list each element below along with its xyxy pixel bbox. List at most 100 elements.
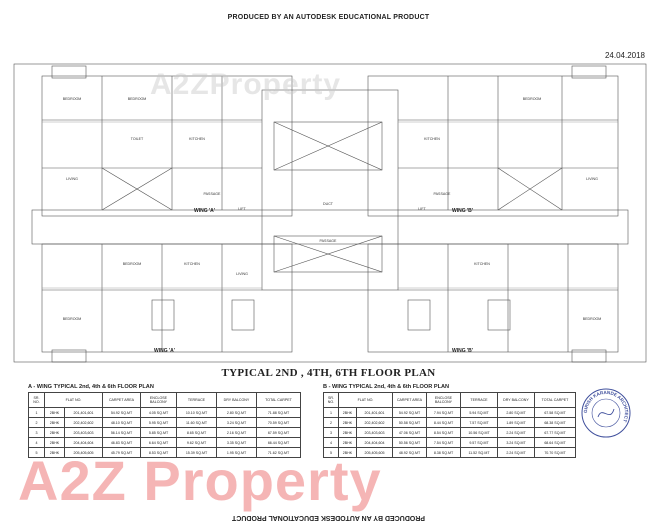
room-label: LIFT — [418, 207, 426, 211]
table-cell: 70.59 SQ.MT — [256, 417, 301, 428]
room-label: KITCHEN — [474, 262, 490, 266]
room-label: DUCT — [323, 202, 334, 206]
room-label: PASSAGE — [320, 239, 338, 243]
table-cell: 2BHK — [338, 437, 357, 448]
room-label: BEDROOM — [128, 97, 147, 101]
table-cell: 3.24 SQ.MT — [497, 437, 535, 448]
table-cell: 5.95 SQ.MT — [140, 417, 177, 428]
room-label: KITCHEN — [184, 262, 200, 266]
table-cell: 8.65 SQ.MT — [176, 427, 217, 438]
table-cell: 66.44 SQ.MT — [256, 437, 301, 448]
room-label: KITCHEN — [189, 137, 205, 141]
table-cell: 8.44 SQ.MT — [426, 417, 461, 428]
table-cell: 7.57 SQ.MT — [460, 417, 498, 428]
table-cell: 50.58 SQ.MT — [392, 417, 427, 428]
wing-a-bottom-label: WING 'A' — [154, 348, 175, 354]
table-cell: 202,402,602 — [64, 417, 103, 428]
table-cell: 8.54 SQ.MT — [426, 427, 461, 438]
room-label: PASSAGE — [204, 192, 222, 196]
top-banner: PRODUCED BY AN AUTODESK EDUCATIONAL PROD… — [227, 14, 430, 21]
table-cell: 50.56 SQ.MT — [392, 437, 427, 448]
table-cell: 204,404,604 — [356, 437, 393, 448]
col-header: ENCLOSE BALCONY — [140, 392, 177, 408]
table-cell: 67.59 SQ.MT — [256, 427, 301, 438]
col-header: DRY BALCONY — [497, 392, 535, 408]
table-header-row: SR. NO. FLAT NO. CARPET AREA ENCLOSE BAL… — [28, 392, 301, 408]
table-cell: 204,404,604 — [64, 437, 103, 448]
room-label: BEDROOM — [523, 97, 542, 101]
table-cell: 203,403,603 — [356, 427, 393, 438]
col-header: FLAT NO. — [44, 392, 103, 408]
room-label: BEDROOM — [63, 317, 82, 321]
col-header: TERRACE — [176, 392, 217, 408]
plan-date: 24.04.2018 — [604, 51, 645, 60]
table-cell: 48.92 SQ.MT — [392, 447, 427, 458]
col-header: ENCLOSE BALCONY — [426, 392, 461, 408]
table-cell: 71.88 SQ.MT — [256, 407, 301, 418]
room-label: BEDROOM — [123, 262, 142, 266]
room-label: PASSAGE — [434, 192, 452, 196]
wing-a-label: WING 'A' — [194, 208, 215, 214]
table-cell: 1 — [28, 407, 45, 418]
table-cell: 4 — [28, 437, 45, 448]
room-label: LIVING — [66, 177, 78, 181]
col-header: SR. NO. — [28, 392, 45, 408]
floor-plan-drawing: BEDROOM BEDROOM KITCHEN LIVING TOILET PA… — [13, 63, 647, 363]
table-cell: 54.92 SQ.MT — [102, 407, 141, 418]
table-cell: 70.70 SQ.MT — [534, 447, 576, 458]
table-cell: 2BHK — [44, 407, 65, 418]
table-header-row: SR. NO. FLAT NO. CARPET AREA ENCLOSE BAL… — [323, 392, 576, 408]
table-cell: 67.77 SQ.MT — [534, 427, 576, 438]
watermark-top: A2ZProperty — [150, 68, 342, 101]
table-cell: 46.83 SQ.MT — [102, 437, 141, 448]
table-cell: 54.92 SQ.MT — [392, 407, 427, 418]
table-cell: 3.35 SQ.MT — [216, 437, 257, 448]
room-label: KITCHEN — [424, 137, 440, 141]
table-cell: 202,402,602 — [356, 417, 393, 428]
table-cell: 4 — [323, 437, 339, 448]
col-header: SR. NO. — [323, 392, 339, 408]
table-cell: 203,403,603 — [64, 427, 103, 438]
col-header: TERRACE — [460, 392, 498, 408]
table-cell: 4.05 SQ.MT — [140, 407, 177, 418]
table-cell: 1 — [323, 407, 339, 418]
table-cell: 2 — [28, 417, 45, 428]
table-cell: 11.60 SQ.MT — [176, 417, 217, 428]
table-cell: 2.16 SQ.MT — [216, 427, 257, 438]
watermark-bottom: A2Z Property — [18, 449, 382, 512]
table-cell: 56.14 SQ.MT — [102, 427, 141, 438]
room-label: LIVING — [586, 177, 598, 181]
table-cell: 3 — [28, 427, 45, 438]
room-label: TOILET — [131, 137, 144, 141]
architect-stamp: GIRISH KARANDE ARCHITECT — [581, 388, 631, 438]
table-cell: 11.52 SQ.MT — [460, 447, 498, 458]
room-label: LIVING — [236, 272, 248, 276]
col-header: CARPET AREA — [392, 392, 427, 408]
table-a-title: A - WING TYPICAL 2nd, 4th & 6th FLOOR PL… — [28, 384, 154, 390]
table-cell: 2BHK — [44, 437, 65, 448]
table-cell: 2.24 SQ.MT — [497, 427, 535, 438]
table-cell: 2 — [323, 417, 339, 428]
table-cell: 2BHK — [338, 407, 357, 418]
table-cell: 2BHK — [44, 427, 65, 438]
table-cell: 8.38 SQ.MT — [426, 447, 461, 458]
col-header: TOTAL CARPET — [256, 392, 301, 408]
table-cell: 3.24 SQ.MT — [216, 417, 257, 428]
table-cell: 2.24 SQ.MT — [497, 447, 535, 458]
table-cell: 2BHK — [44, 417, 65, 428]
wing-b-label: WING 'B' — [452, 208, 473, 214]
table-cell: 10.10 SQ.MT — [176, 407, 217, 418]
table-cell: 2BHK — [338, 427, 357, 438]
room-label: LIFT — [238, 207, 246, 211]
table-b: SR. NO. FLAT NO. CARPET AREA ENCLOSE BAL… — [323, 392, 576, 458]
table-cell: 71.62 SQ.MT — [256, 447, 301, 458]
table-cell: 3 — [323, 427, 339, 438]
